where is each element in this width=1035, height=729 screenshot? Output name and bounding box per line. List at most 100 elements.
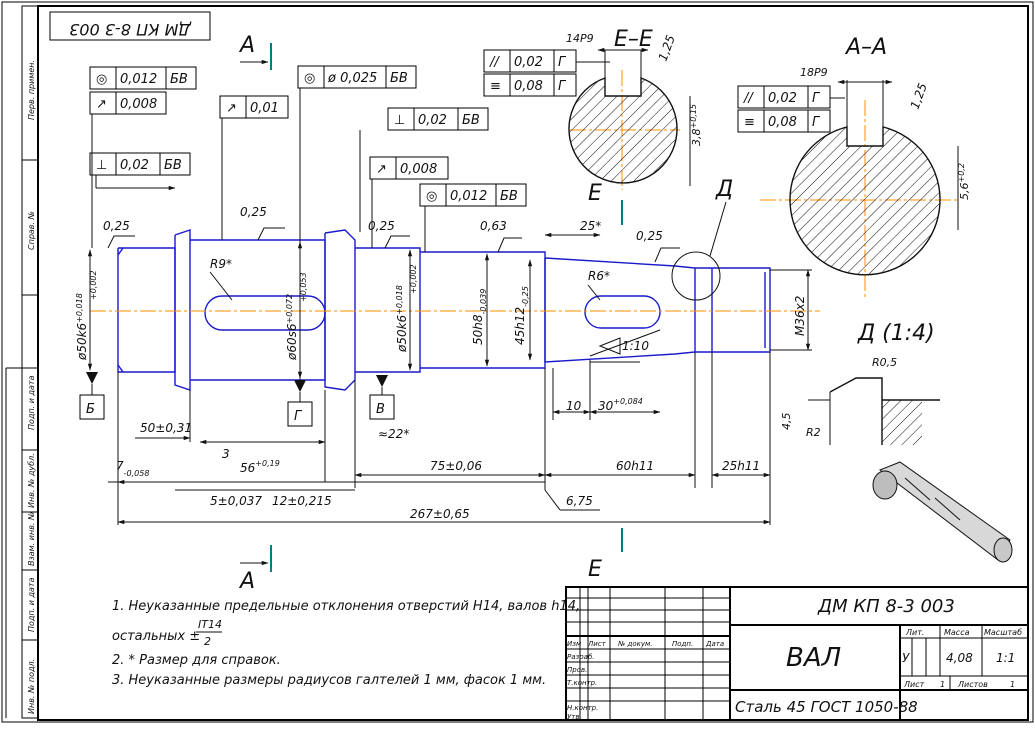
tolerance-frame: ◎ 0,012 БВ bbox=[89, 66, 197, 90]
svg-text:0,01: 0,01 bbox=[250, 101, 279, 116]
tolerance-frame: ↗ 0,01 bbox=[219, 95, 289, 119]
dim-depth-aa: 5,6+0,2 bbox=[957, 163, 971, 200]
note-1-cont: остальных ± bbox=[112, 629, 200, 644]
detail-callout: Д bbox=[671, 177, 733, 301]
roughness-value: 1,25 bbox=[656, 33, 678, 63]
tb-mass: 4,08 bbox=[946, 651, 973, 665]
svg-text:◎: ◎ bbox=[426, 189, 437, 204]
dim-d1-low: +0,002 bbox=[89, 270, 98, 300]
dim-25star: 25* bbox=[580, 219, 601, 233]
tb-hdr-lit: Лит. bbox=[905, 628, 924, 637]
tolerance-frame: ◎ 0,012 БВ bbox=[419, 183, 527, 207]
tb-hdr-mass: Масса bbox=[944, 628, 970, 637]
dim-675: 6,75 bbox=[566, 494, 593, 508]
svg-text:БВ: БВ bbox=[500, 189, 518, 204]
svg-text:0,02: 0,02 bbox=[768, 91, 797, 106]
dim-d2-low: +0,053 bbox=[299, 272, 308, 302]
section-cut-arrows bbox=[240, 59, 269, 566]
roughness-value: 0,25 bbox=[240, 205, 267, 219]
svg-text:◎: ◎ bbox=[96, 72, 107, 87]
diameter-dims bbox=[87, 241, 812, 379]
detail-marker: Д bbox=[715, 177, 733, 202]
svg-text:↗: ↗ bbox=[376, 162, 387, 177]
dim-12: 12±0,215 bbox=[272, 494, 332, 508]
svg-text:Г: Г bbox=[812, 115, 821, 130]
dim-10: 10 bbox=[566, 399, 582, 413]
dim-d4: 50h8-0,039 bbox=[471, 289, 488, 345]
dim-60: 60h11 bbox=[616, 459, 654, 473]
svg-text:⊥: ⊥ bbox=[96, 158, 107, 173]
dim-d3-low: +0,002 bbox=[409, 264, 418, 294]
title-block-text: ДМ КП 8-3 003 ВАЛ Сталь 45 ГОСТ 1050-88 … bbox=[567, 596, 1022, 721]
tb-row-label: Н.контр. bbox=[567, 704, 598, 712]
svg-text://: // bbox=[489, 55, 500, 70]
svg-text:≡: ≡ bbox=[744, 115, 755, 130]
svg-text:Г: Г bbox=[558, 79, 567, 94]
svg-text:⊥: ⊥ bbox=[394, 113, 405, 128]
tb-col-header: Лист bbox=[587, 640, 607, 648]
svg-text:ø 0,025: ø 0,025 bbox=[327, 71, 377, 86]
svg-text:0,08: 0,08 bbox=[514, 79, 543, 94]
svg-text:◎: ◎ bbox=[304, 71, 315, 86]
strip-label: Подп. и дата bbox=[27, 375, 36, 430]
strip-label: Справ. № bbox=[27, 211, 36, 250]
technical-notes: 1. Неуказанные предельные отклонения отв… bbox=[112, 599, 580, 688]
tolerance-frames: ◎ 0,012 БВ ↗ 0,008 ◎ ø 0,025 БВ ↗ 0,01 ⊥ bbox=[89, 49, 831, 207]
note-1-frac-top: IT14 bbox=[198, 618, 222, 631]
tb-sheets-label: Листов bbox=[957, 680, 988, 689]
datum-label: Г bbox=[294, 409, 303, 424]
tb-col-header: Изм bbox=[567, 640, 582, 648]
roughness-value: 0,25 bbox=[368, 219, 395, 233]
strip-label: Подп. и дата bbox=[27, 577, 36, 632]
section-ee-title: Е–Е bbox=[614, 27, 653, 52]
svg-text:0,02: 0,02 bbox=[418, 113, 447, 128]
svg-text:0,008: 0,008 bbox=[400, 162, 437, 177]
dim-r6: R6* bbox=[588, 269, 610, 283]
shaft-view bbox=[117, 229, 771, 391]
svg-text://: // bbox=[743, 91, 754, 106]
dim-d3: ø50k6+0,018 bbox=[395, 285, 409, 353]
svg-text:↗: ↗ bbox=[96, 97, 107, 112]
diameter-labels: ø50k6+0,018 +0,002 ø60s6+0,072 +0,053 ø5… bbox=[75, 264, 807, 361]
tolerance-frame: ≡ 0,08 Г bbox=[737, 109, 831, 133]
note-3: 3. Неуказанные размеры радиусов галтелей… bbox=[112, 673, 546, 688]
tb-col-header: Подп. bbox=[672, 640, 693, 648]
tb-designation: ДМ КП 8-3 003 bbox=[817, 596, 955, 617]
tb-col-header: Дата bbox=[705, 640, 724, 648]
linear-labels: 50±0,31 3 56+0,19 7-0,058 5±0,037 12±0,2… bbox=[116, 219, 760, 521]
tb-scale: 1:1 bbox=[996, 651, 1015, 665]
section-mark-a-top: А bbox=[238, 33, 255, 58]
tb-col-header: № докум. bbox=[617, 640, 653, 648]
tb-sheets-num: 1 bbox=[1010, 680, 1015, 689]
tb-hdr-scale: Масштаб bbox=[984, 628, 1022, 637]
datum-label: Б bbox=[86, 402, 95, 417]
dim-7: 7-0,058 bbox=[116, 459, 149, 478]
svg-text:≡: ≡ bbox=[490, 79, 501, 94]
dim-kw-aa: 18P9 bbox=[800, 66, 828, 79]
dim-taper: 1:10 bbox=[622, 339, 649, 353]
dim-h45: 4,5 bbox=[780, 413, 793, 431]
section-mark-a-bottom: А bbox=[238, 569, 255, 594]
tb-name: ВАЛ bbox=[786, 643, 841, 673]
svg-text:БВ: БВ bbox=[462, 113, 480, 128]
tb-material: Сталь 45 ГОСТ 1050-88 bbox=[735, 698, 918, 716]
svg-text:0,012: 0,012 bbox=[450, 189, 487, 204]
strip-label: Перв. примен. bbox=[27, 60, 36, 120]
svg-text:0,008: 0,008 bbox=[120, 97, 157, 112]
dim-50: 50±0,31 bbox=[140, 421, 192, 435]
tb-row-label: Утв. bbox=[567, 713, 582, 721]
isometric-shaft bbox=[872, 461, 1013, 563]
roughness-value: 1,25 bbox=[908, 81, 930, 111]
svg-text:Г: Г bbox=[812, 91, 821, 106]
dim-d1: ø50k6+0,018 bbox=[75, 293, 89, 361]
section-mark-e-bottom: Е bbox=[588, 557, 602, 582]
dim-thread: М36x2 bbox=[793, 296, 807, 336]
rotated-stamp: ДМ КП 8-3 003 bbox=[49, 11, 211, 41]
tolerance-frame: // 0,02 Г bbox=[737, 85, 831, 109]
dim-kw-ee: 14P9 bbox=[566, 32, 594, 45]
roughness-value: 0,25 bbox=[636, 229, 663, 243]
svg-text:БВ: БВ bbox=[390, 71, 408, 86]
